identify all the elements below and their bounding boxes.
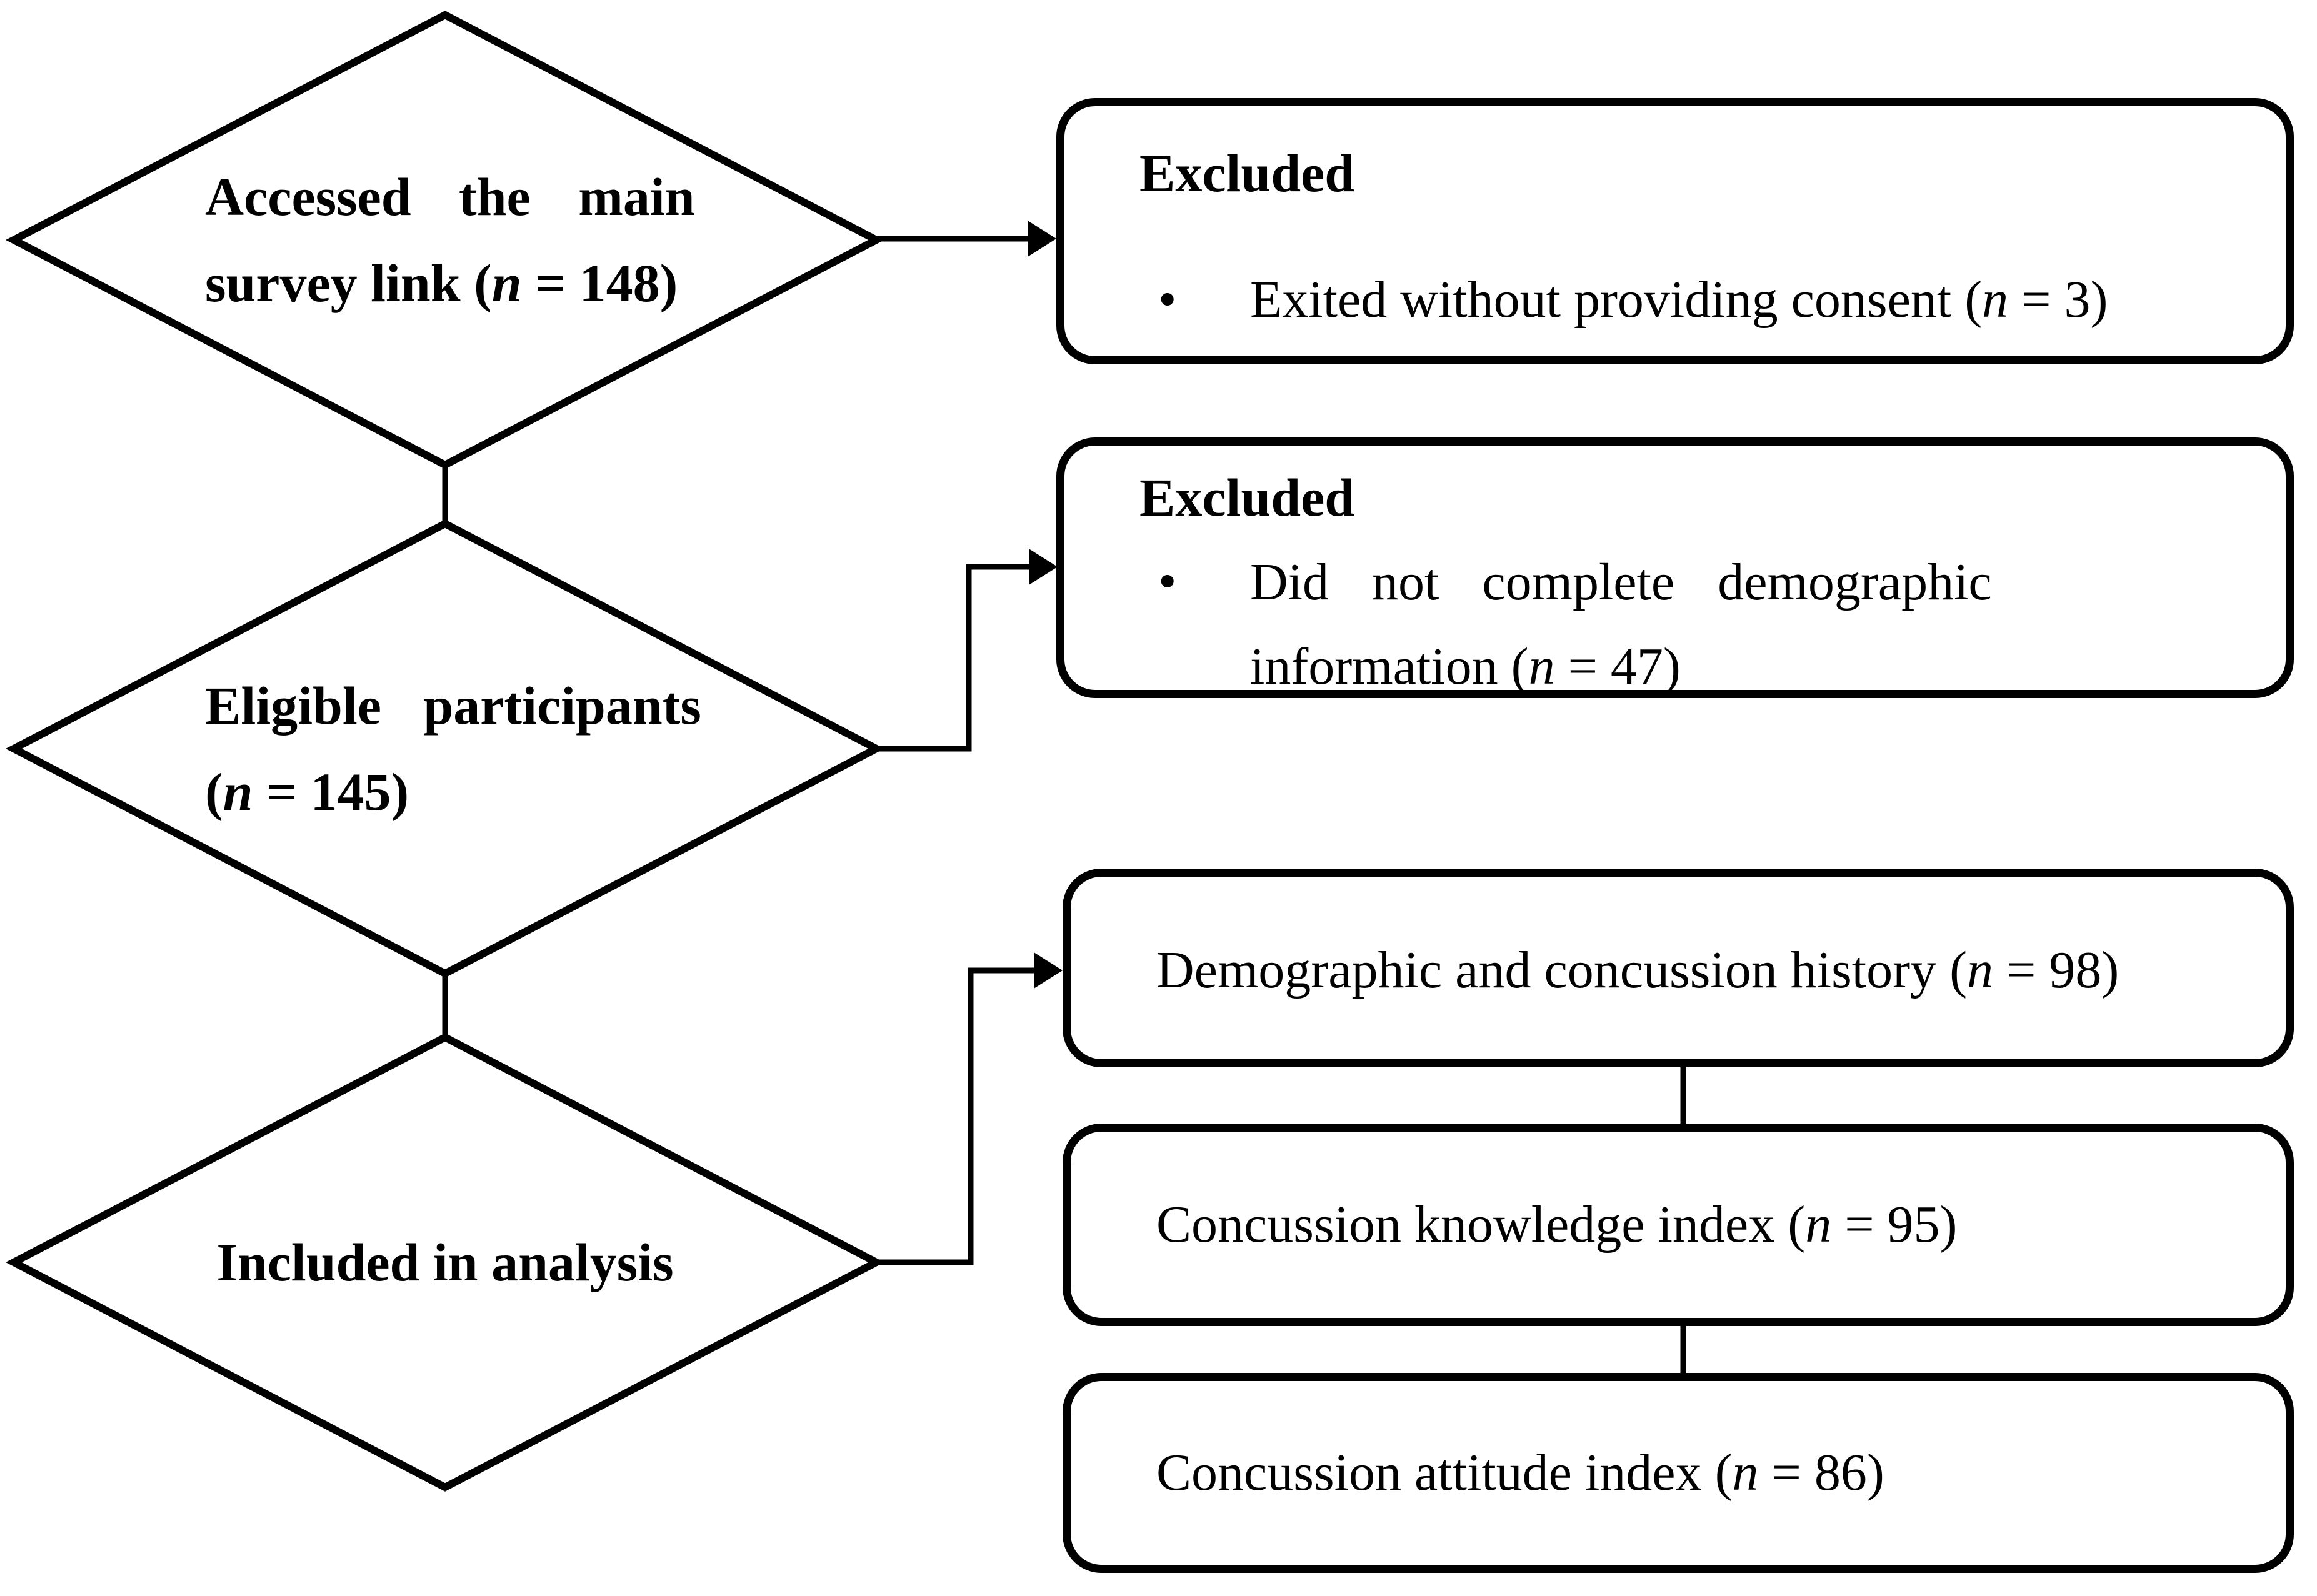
- box-attitude-index: [1063, 1373, 2294, 1573]
- diamond-eligible-participants: [6, 519, 884, 978]
- box2-bullet-item-line2: information (n = 47): [1250, 637, 1681, 696]
- arrowhead-d2-b2: [1029, 549, 1058, 585]
- diamond2-label-line1: Eligible participants: [205, 676, 701, 736]
- box-knowledge-index: [1063, 1124, 2294, 1326]
- diamond2-label-line2: (n = 145): [205, 762, 409, 822]
- arrowhead-d3-b3: [1034, 952, 1063, 989]
- arrow-line-d2-b2: [876, 564, 1030, 752]
- diamond-included-in-analysis: [6, 1033, 884, 1492]
- box2-title: Excluded: [1139, 467, 1355, 527]
- box1-bullet-item: Exited without providing consent (n = 3): [1250, 271, 2108, 329]
- box4-label: Concussion knowledge index (n = 95): [1156, 1195, 1958, 1254]
- box2-bullet-item: Did not complete demographic information …: [1250, 540, 1992, 709]
- box-excluded-no-consent: [1056, 98, 2294, 364]
- diamond-accessed-survey-link: [6, 11, 884, 469]
- box2-bullet-icon: •: [1158, 552, 1177, 611]
- diamond1-label-line1: Accessed the main: [205, 167, 695, 227]
- box2-bullet-item-line1: Did not complete demographic: [1250, 553, 1992, 611]
- box1-title: Excluded: [1139, 143, 1355, 203]
- diamond1-label-line2: survey link (n = 148): [205, 253, 678, 313]
- arrow-line-d3-b3: [876, 967, 1035, 1265]
- box3-label: Demographic and concussion history (n = …: [1156, 941, 2119, 999]
- box5-label: Concussion attitude index (n = 86): [1156, 1444, 1884, 1502]
- box1-bullet-icon: •: [1158, 271, 1177, 329]
- diamond3-label: Included in analysis: [216, 1232, 674, 1292]
- arrowhead-d1-b1: [1028, 221, 1056, 257]
- box-excluded-no-demographics: [1056, 437, 2294, 698]
- box-demographic-history: [1063, 869, 2294, 1067]
